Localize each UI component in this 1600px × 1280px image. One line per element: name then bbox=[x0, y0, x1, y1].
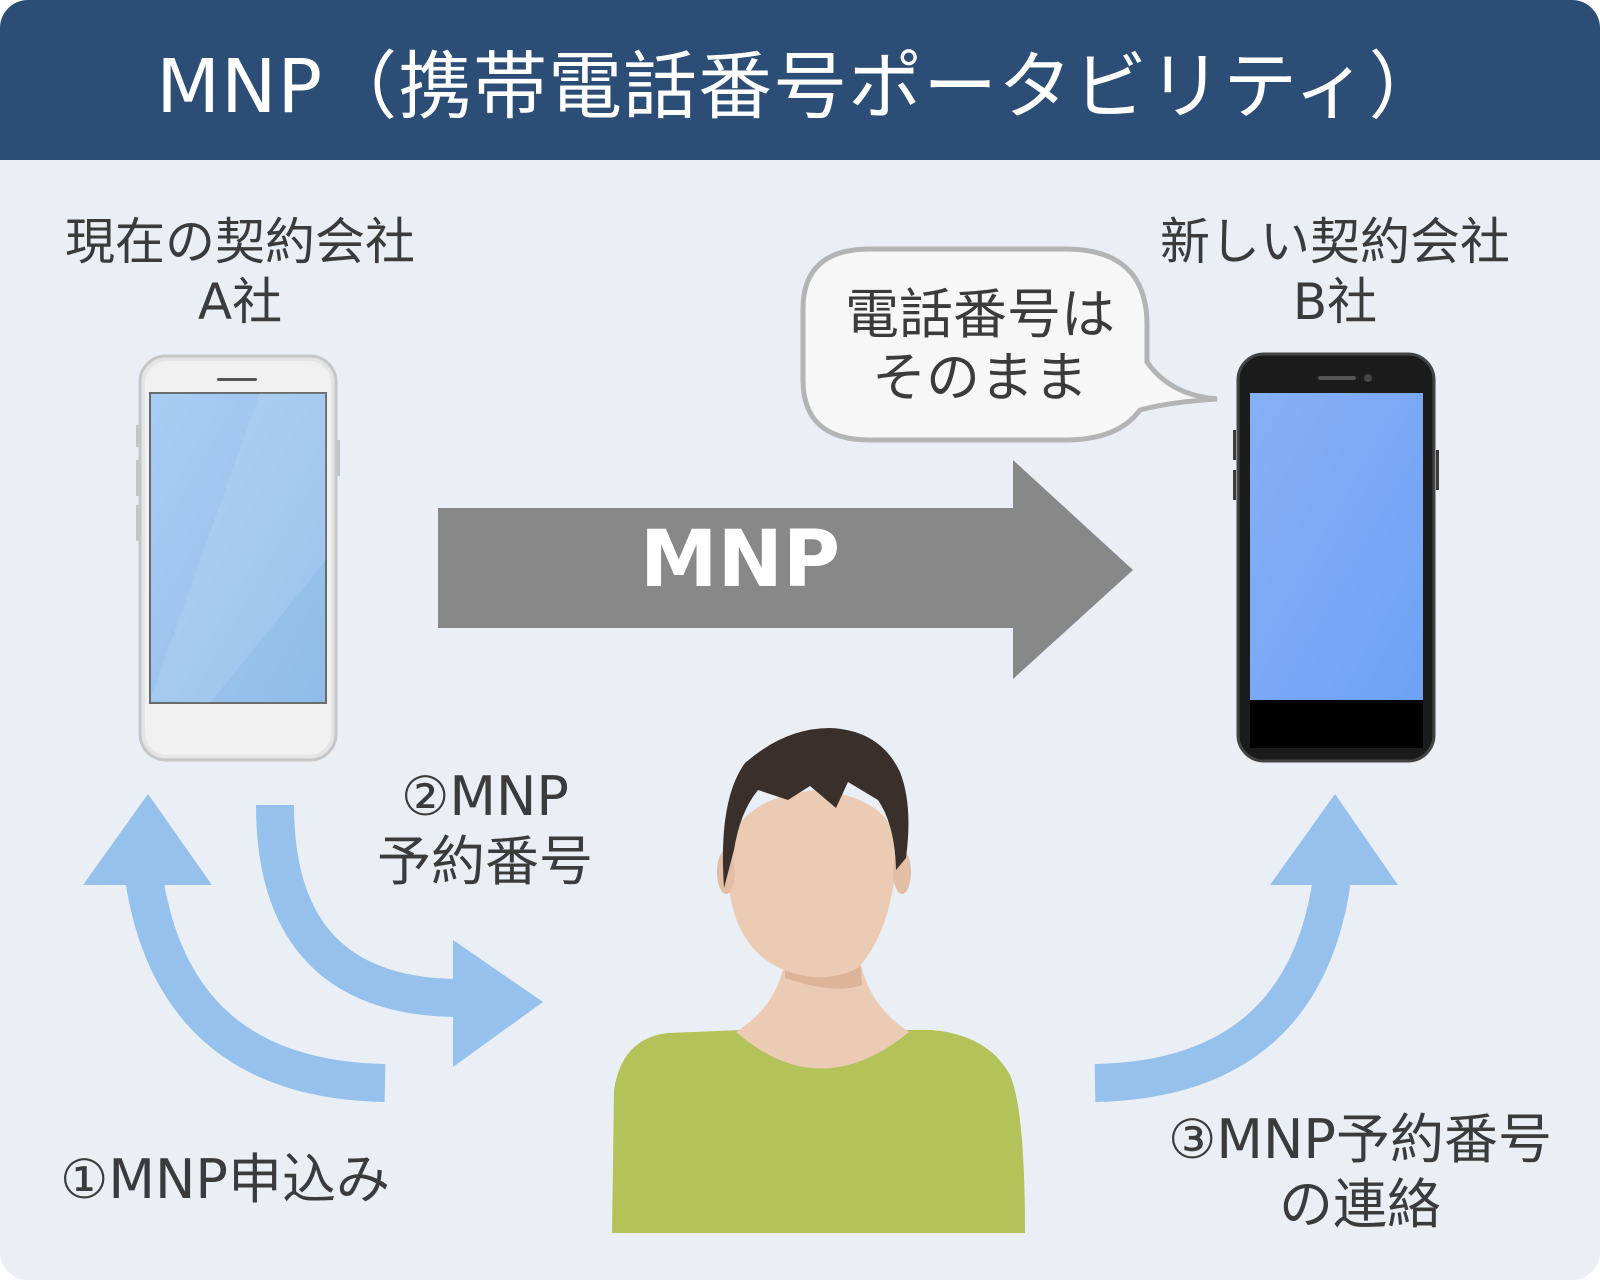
step2-line1: ②MNP bbox=[401, 765, 569, 828]
new-carrier-line2: B社 bbox=[1292, 273, 1378, 331]
white-phone-icon bbox=[136, 354, 340, 762]
current-carrier-line2: A社 bbox=[197, 273, 283, 331]
step3-line1: ③MNP予約番号 bbox=[1168, 1108, 1552, 1171]
main-arrow-label: MNP bbox=[639, 515, 841, 605]
mnp-main-arrow bbox=[438, 460, 1133, 679]
step3-label: ③MNP予約番号 の連絡 bbox=[1130, 1108, 1590, 1238]
black-phone-icon bbox=[1233, 352, 1439, 763]
new-carrier-line1: 新しい契約会社 bbox=[1160, 213, 1510, 271]
current-carrier-label: 現在の契約会社 A社 bbox=[30, 212, 450, 332]
speech-bubble-line2: そのまま bbox=[872, 346, 1088, 410]
step2-arrow bbox=[256, 804, 543, 1067]
step1-arrow bbox=[83, 794, 386, 1102]
new-carrier-label: 新しい契約会社 B社 bbox=[1115, 212, 1555, 332]
step2-label: ②MNP 予約番号 bbox=[355, 765, 615, 895]
step1-label: ①MNP申込み bbox=[60, 1148, 440, 1213]
speech-bubble bbox=[800, 246, 1218, 443]
step3-line2: の連絡 bbox=[1279, 1172, 1441, 1236]
step3-arrow bbox=[1094, 794, 1398, 1102]
speech-bubble-line1: 電話番号は bbox=[845, 283, 1115, 346]
step2-line2: 予約番号 bbox=[377, 829, 593, 893]
person-icon bbox=[612, 728, 1025, 1233]
step1-text: ①MNP申込み bbox=[60, 1148, 390, 1211]
diagram-title: MNP（携帯電話番号ポータビリティ） bbox=[156, 43, 1444, 130]
current-carrier-line1: 現在の契約会社 bbox=[65, 213, 415, 271]
header-bar: MNP（携帯電話番号ポータビリティ） bbox=[0, 0, 1600, 160]
speech-bubble-text: 電話番号は そのまま bbox=[815, 283, 1145, 409]
